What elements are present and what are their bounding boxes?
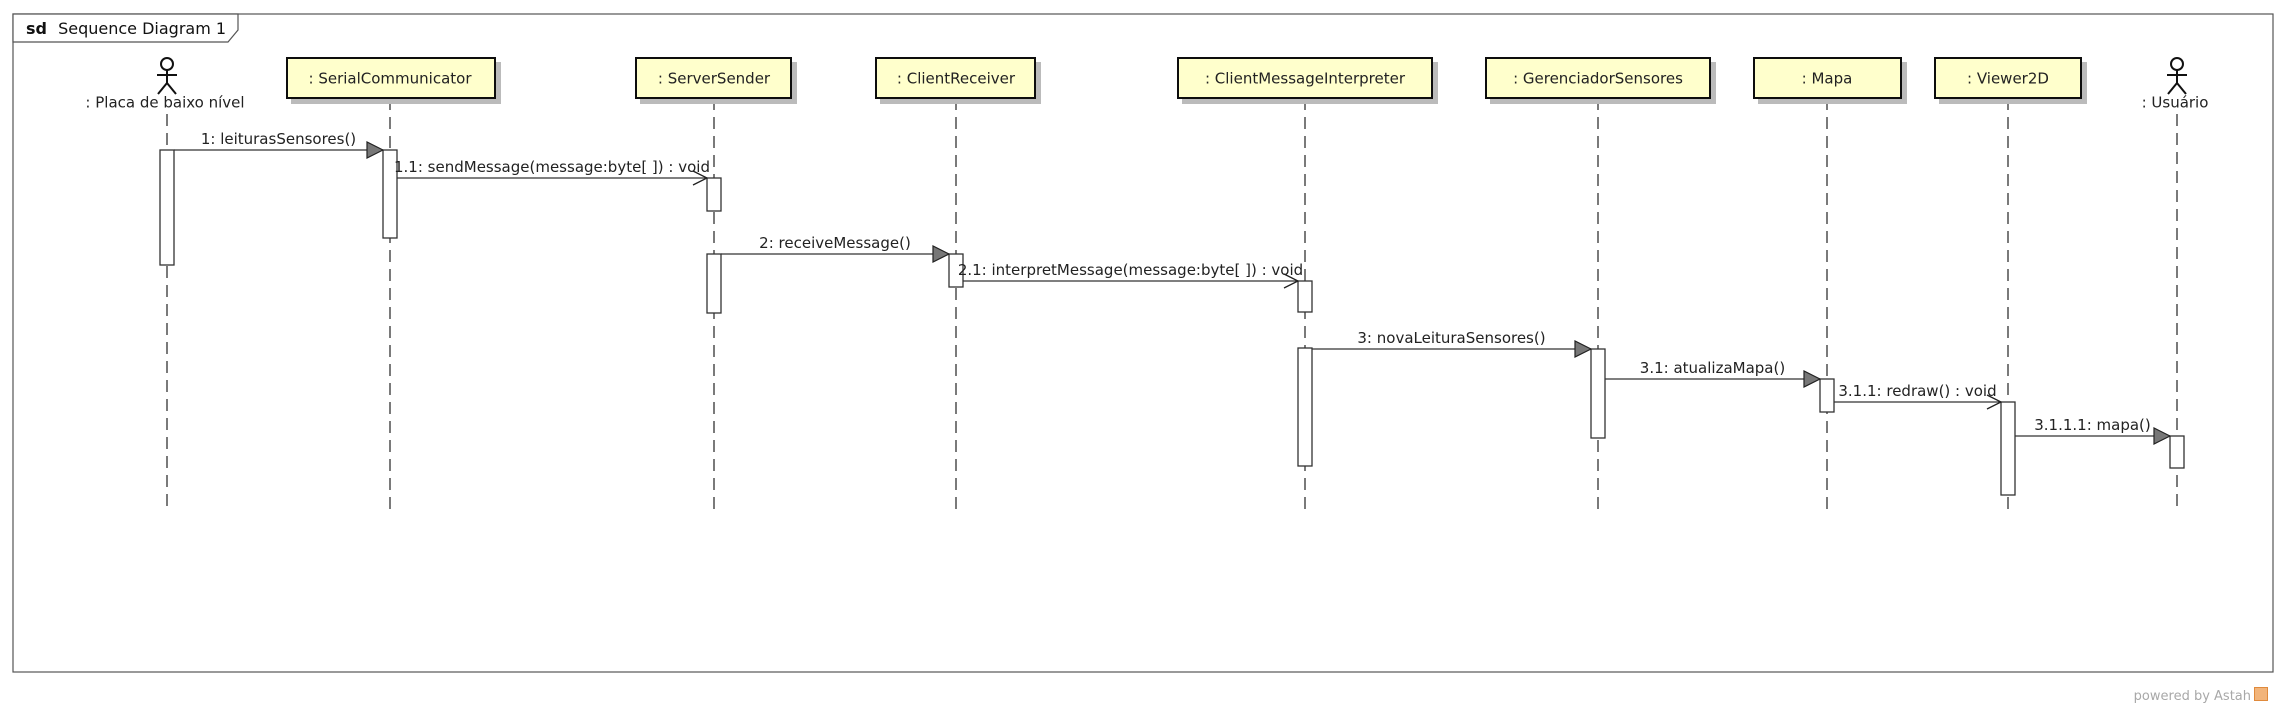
message-label: 2.1: interpretMessage(message:byte[ ]) :… [958,261,1303,279]
message-label: 1.1: sendMessage(message:byte[ ]) : void [394,158,710,176]
sync-arrowhead-icon [2153,427,2172,445]
sync-arrowhead-icon [1803,370,1822,388]
sync-arrowhead-icon [1574,340,1593,358]
activation-bar-gerenc [1590,348,1606,439]
async-arrowhead-icon [1283,273,1300,289]
participant-gerenc[interactable]: : GerenciadorSensores [1485,57,1711,99]
activation-bar-server [706,253,722,314]
participant-box [1177,57,1433,99]
message-6[interactable]: 3.1: atualizaMapa() [1605,359,1822,388]
participant-serial[interactable]: : SerialCommunicator [286,57,496,99]
participant-viewer[interactable]: : Viewer2D [1934,57,2082,99]
frame-title: Sequence Diagram 1 [58,19,226,38]
activation-bar-interp [1297,280,1313,313]
frame-border [12,13,2274,673]
actor-label: : Usuário [2142,94,2209,112]
frame: sd Sequence Diagram 1 [12,13,2274,673]
participant-label: : Mapa [1802,70,1853,88]
sync-arrowhead-icon [366,141,385,159]
message-7[interactable]: 3.1.1: redraw() : void [1834,382,2003,410]
activation-bar-mapa [1819,378,1835,413]
async-arrowhead-icon [692,170,709,186]
activation-bar-client [948,253,964,288]
message-4[interactable]: 2.1: interpretMessage(message:byte[ ]) :… [958,261,1303,289]
message-label: 3: novaLeituraSensores() [1357,329,1545,347]
participant-mapa[interactable]: : Mapa [1753,57,1902,99]
message-2[interactable]: 1.1: sendMessage(message:byte[ ]) : void [394,158,710,186]
actor-label: : Placa de baixo nível [85,94,244,112]
activation-bar-serial [382,149,398,239]
participant-label: : ClientMessageInterpreter [1205,70,1406,88]
participant-interp[interactable]: : ClientMessageInterpreter [1177,57,1433,99]
participant-box [875,57,1036,99]
astah-watermark: powered by Astah [2134,687,2268,704]
activation-bar-server [706,177,722,212]
sync-arrowhead-icon [932,245,951,263]
frame-tab [12,13,239,43]
message-3[interactable]: 2: receiveMessage() [721,234,951,263]
participant-label: : SerialCommunicator [309,70,473,88]
activation-bar-usuario [2169,435,2185,469]
astah-logo-icon [2254,687,2268,701]
frame-keyword: sd [26,19,47,38]
participant-box [1934,57,2082,99]
activation-bar-viewer [2000,401,2016,496]
actor-icon [2167,57,2187,95]
message-label: 3.1: atualizaMapa() [1640,359,1785,377]
actor-placa[interactable]: : Placa de baixo nível [85,57,245,112]
participant-label: : ClientReceiver [897,70,1016,88]
message-label: 1: leiturasSensores() [201,130,356,148]
participant-box [1753,57,1902,99]
participant-client[interactable]: : ClientReceiver [875,57,1036,99]
message-5[interactable]: 3: novaLeituraSensores() [1312,329,1593,358]
message-label: 3.1.1: redraw() : void [1838,382,1996,400]
participant-label: : Viewer2D [1967,70,2049,88]
activation-bar-interp [1297,347,1313,467]
participant-label: : GerenciadorSensores [1513,70,1683,88]
frame-title-text: sd Sequence Diagram 1 [26,19,226,38]
participant-box [1485,57,1711,99]
actor-icon [157,57,177,95]
message-label: 3.1.1.1: mapa() [2034,416,2151,434]
message-label: 2: receiveMessage() [759,234,911,252]
participant-label: : ServerSender [658,70,771,88]
participant-server[interactable]: : ServerSender [635,57,792,99]
participant-box [286,57,496,99]
async-arrowhead-icon [1986,394,2003,410]
actor-usuario[interactable]: : Usuário [2142,57,2209,112]
activation-bar-placa [159,149,175,266]
participant-box [635,57,792,99]
message-1[interactable]: 1: leiturasSensores() [174,130,385,159]
message-8[interactable]: 3.1.1.1: mapa() [2015,416,2172,445]
